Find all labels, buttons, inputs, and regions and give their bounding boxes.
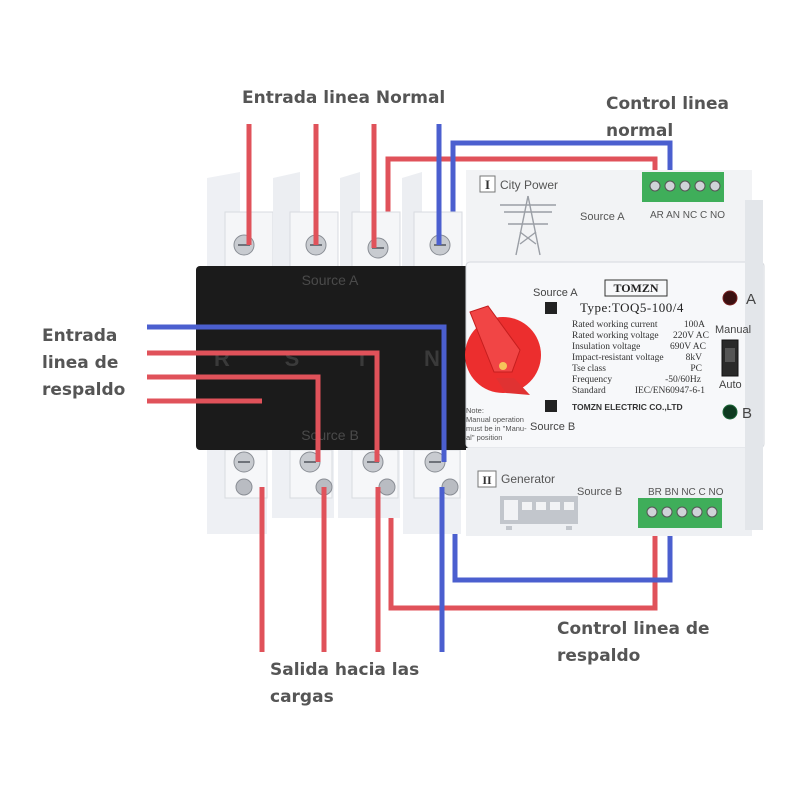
note-line-2: must be in "Manu- (466, 424, 527, 433)
callout-backup-control: Control linea de respaldo (557, 616, 710, 670)
spec-label-4: Tse class (572, 364, 606, 374)
source-a-terminal-label: Source A (580, 211, 625, 223)
spec-value-4: PC (690, 364, 702, 374)
manufacturer-label: TOMZN ELECTRIC CO.,LTD (572, 402, 683, 412)
source-a-top-label: Source A (302, 272, 359, 288)
spec-value-1: 220V AC (673, 331, 709, 341)
note-line-1: Manual operation (466, 415, 524, 424)
source-b-terminal-label: Source B (577, 486, 622, 498)
terminals-a-label: AR AN NC C NO (650, 210, 725, 221)
spec-value-5: -50/60Hz (665, 375, 701, 385)
callout-normal-input: Entrada linea Normal (242, 85, 445, 112)
callout-normal-control: Control linea normal (606, 91, 729, 145)
callout-backup-control-line-1: Control linea de (557, 619, 710, 639)
brand-label: TOMZN (613, 281, 658, 295)
top-terminal-housings (207, 172, 463, 269)
spec-label-2: Insulation voltage (572, 342, 640, 352)
generator-numeral: II (482, 473, 492, 487)
city-power-numeral: I (485, 177, 490, 192)
panel-source-b-label: Source B (530, 421, 575, 433)
wires-normal-input (246, 124, 377, 248)
spec-value-3: 8kV (686, 353, 703, 363)
callout-backup-input: Entrada linea de respaldo (42, 323, 125, 404)
spec-value-0: 100A (684, 320, 705, 330)
pylon-icon (500, 195, 556, 256)
spec-label-6: Standard (572, 386, 606, 396)
wires-backup-input (147, 324, 447, 462)
spec-label-0: Rated working current (572, 320, 658, 330)
indicator-b-label: B (742, 405, 752, 422)
callout-normal-control-line-1: Control linea (606, 94, 729, 114)
indicator-a-light (722, 290, 738, 306)
terminal-block-b (638, 498, 722, 528)
mode-manual-label: Manual (715, 324, 751, 336)
spec-labels: Rated working current Rated working volt… (572, 320, 664, 396)
spec-value-6: IEC/EN60947-6-1 (635, 386, 705, 396)
panel-source-b-window (545, 400, 557, 412)
bottom-terminal-housings (207, 446, 461, 534)
callout-backup-input-line-1: Entrada (42, 326, 118, 346)
panel-source-a-window (545, 302, 557, 314)
callout-load-output: Salida hacia las cargas (270, 657, 419, 711)
callout-normal-control-line-2: normal (606, 121, 674, 141)
spec-values: 100A 220V AC 690V AC 8kV PC -50/60Hz IEC… (635, 320, 709, 396)
type-label: Type:TOQ5-100/4 (580, 300, 684, 315)
phase-label-n: N (424, 346, 440, 371)
breaker-module (196, 172, 470, 534)
controller-unit (465, 170, 765, 536)
callout-backup-control-line-2: respaldo (557, 646, 641, 666)
note-line-3: al" position (466, 433, 502, 442)
phase-label-t: T (355, 346, 369, 371)
callout-normal-input-text: Entrada linea Normal (242, 88, 446, 108)
callout-load-output-line-2: cargas (270, 687, 334, 707)
spec-label-5: Frequency (572, 375, 612, 385)
generator-numeral-box (477, 470, 497, 488)
phase-label-s: S (285, 346, 300, 371)
panel-source-a-label: Source A (533, 287, 578, 299)
terminals-b-label: BR BN NC C NO (648, 487, 724, 498)
brand-box (604, 279, 668, 297)
city-power-label: City Power (500, 178, 558, 192)
note-line-0: Note: (466, 406, 484, 415)
terminal-block-a (642, 172, 724, 202)
mode-switch-knob (725, 348, 735, 362)
generator-icon (500, 496, 578, 530)
mode-auto-label: Auto (719, 379, 742, 391)
source-b-bottom-label: Source B (301, 427, 359, 443)
spec-label-1: Rated working voltage (572, 331, 659, 341)
callout-load-output-line-1: Salida hacia las (270, 660, 420, 680)
callout-backup-input-line-3: respaldo (42, 380, 126, 400)
callout-backup-input-line-2: linea de (42, 353, 119, 373)
spec-label-3: Impact-resistant voltage (572, 353, 664, 363)
indicator-a-label: A (746, 291, 756, 308)
note-text: Note: Manual operation must be in "Manu-… (466, 406, 527, 442)
handle-pointer-dot (499, 362, 507, 370)
spec-value-2: 690V AC (670, 342, 706, 352)
wires-load-output (259, 487, 381, 652)
indicator-b-light (722, 404, 738, 420)
phase-label-r: R (214, 346, 230, 371)
city-power-numeral-box (479, 175, 496, 193)
breaker-black-cover (196, 266, 470, 450)
generator-label: Generator (501, 472, 555, 486)
rotary-handle[interactable] (465, 305, 541, 395)
